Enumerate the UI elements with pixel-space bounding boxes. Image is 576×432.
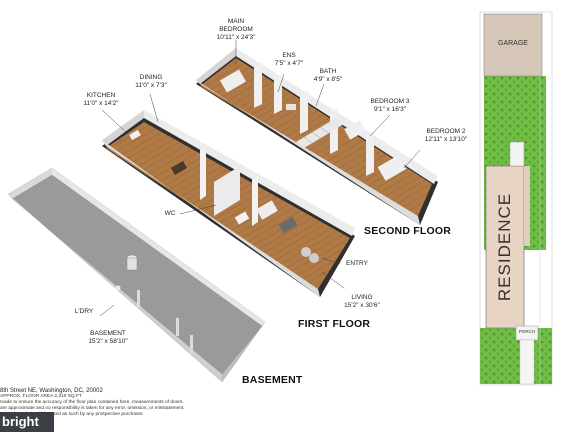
entry-label: ENTRY bbox=[340, 260, 374, 268]
bath-label: BATH 4'9" x 8'5" bbox=[302, 68, 354, 84]
ldry-label: L'DRY bbox=[64, 308, 104, 316]
basement-fixtures bbox=[115, 254, 193, 353]
second-floor-title: SECOND FLOOR bbox=[364, 225, 451, 237]
disclaimer-line-1: made to ensure the accuracy of the floor… bbox=[0, 400, 184, 405]
staircase bbox=[296, 118, 344, 148]
disclaimer-line-3: ses only and should be used as such by a… bbox=[0, 412, 144, 417]
basement-room-dim: 15'2" x 58'10" bbox=[88, 338, 128, 345]
bath-dim: 4'9" x 8'5" bbox=[313, 76, 343, 83]
bedroom2-label: BEDROOM 2 12'11" x 13'10" bbox=[416, 128, 476, 144]
basement-floor-model bbox=[8, 168, 265, 382]
disclaimer-footer: 8th Street NE, Washington, DC, 20002 APP… bbox=[0, 388, 400, 418]
bedroom2-dim: 12'11" x 13'10" bbox=[424, 136, 468, 143]
bedroom3-dim: 9'1" x 16'3" bbox=[373, 106, 407, 113]
dining-dim: 11'0" x 7'3" bbox=[135, 82, 167, 89]
floor-area-note: APPROX. FLOOR AREA 2,210 SQ.FT bbox=[0, 394, 82, 399]
disclaimer-line-2: are approximate and no responsibility is… bbox=[0, 406, 185, 411]
garage-block bbox=[483, 13, 543, 77]
dining-name: DINING bbox=[139, 74, 163, 81]
basement-room-name: BASEMENT bbox=[90, 330, 126, 337]
main-bedroom-label: MAIN BEDROOM 10'11" x 24'3" bbox=[198, 18, 274, 42]
residence-block bbox=[485, 165, 525, 329]
entry-name: ENTRY bbox=[346, 260, 368, 267]
living-label: LIVING 15'2" x 30'6" bbox=[334, 294, 390, 310]
main-bedroom-dim: 10'11" x 24'3" bbox=[216, 34, 256, 41]
porch-label: PORCH bbox=[518, 329, 536, 334]
site-plan bbox=[479, 11, 553, 386]
callout-leaders bbox=[99, 40, 421, 317]
dining-label: DINING 11'0" x 7'3" bbox=[122, 74, 180, 90]
garage-label: GARAGE bbox=[498, 40, 528, 47]
ldry-name: L'DRY bbox=[74, 308, 94, 315]
second-floor-furniture bbox=[219, 69, 407, 181]
bedroom2-name: BEDROOM 2 bbox=[426, 128, 466, 135]
kitchen-dim: 11'0" x 14'2" bbox=[83, 100, 119, 107]
wc-name: WC bbox=[164, 210, 176, 217]
ens-dim: 7'5" x 4'7" bbox=[274, 60, 304, 67]
rear-stairs bbox=[509, 141, 525, 167]
bedroom3-name: BEDROOM 3 bbox=[370, 98, 410, 105]
bath-name: BATH bbox=[319, 68, 337, 75]
bedroom3-label: BEDROOM 3 9'1" x 16'3" bbox=[360, 98, 420, 114]
residence-label: RESIDENCE bbox=[495, 192, 514, 302]
ens-name: ENS bbox=[282, 52, 296, 59]
living-dim: 15'2" x 30'6" bbox=[344, 302, 380, 309]
ens-label: ENS 7'5" x 4'7" bbox=[262, 52, 316, 68]
front-walk bbox=[519, 339, 535, 385]
residence-label-wrap: RESIDENCE bbox=[486, 166, 524, 328]
wc-label: WC bbox=[158, 210, 182, 218]
first-floor-model bbox=[102, 110, 355, 297]
basement-floor-title: BASEMENT bbox=[242, 374, 303, 386]
basement-room-label: BASEMENT 15'2" x 58'10" bbox=[78, 330, 138, 346]
second-floor-model bbox=[196, 48, 438, 225]
first-floor-title: FIRST FLOOR bbox=[298, 318, 371, 330]
first-floor-furniture bbox=[129, 129, 319, 263]
kitchen-label: KITCHEN 11'0" x 14'2" bbox=[72, 92, 130, 108]
kitchen-name: KITCHEN bbox=[86, 92, 116, 99]
main-bedroom-name: MAIN BEDROOM bbox=[219, 18, 253, 33]
living-name: LIVING bbox=[351, 294, 373, 301]
property-address: 8th Street NE, Washington, DC, 20002 bbox=[0, 388, 103, 394]
brand-watermark: bright bbox=[0, 412, 54, 432]
